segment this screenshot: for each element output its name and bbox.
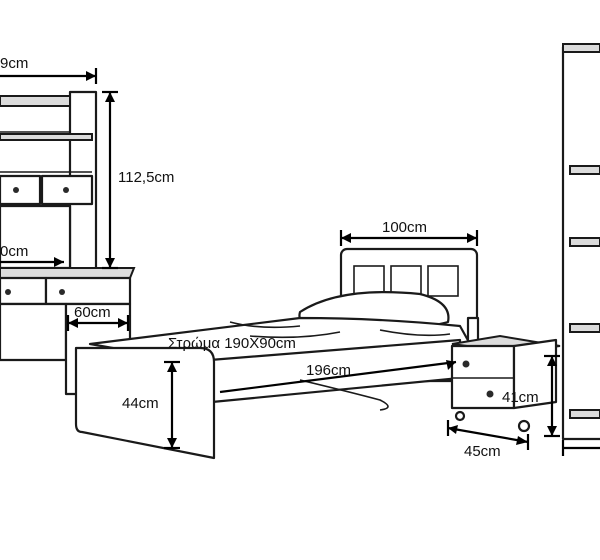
label-desk-depth: 60cm (74, 304, 111, 321)
dim-arrow (167, 438, 177, 448)
label-bed-height: 44cm (122, 395, 159, 412)
dimension-lines (0, 68, 600, 456)
dim-arrow (86, 71, 96, 81)
label-nightstand-height: 41cm (502, 389, 539, 406)
dim-arrow (446, 360, 456, 370)
drawer-knob (5, 289, 11, 295)
desk-drawer-right (44, 276, 132, 306)
dim-arrow (105, 258, 115, 268)
dim-arrow (448, 425, 458, 434)
nightstand-front (450, 344, 516, 410)
dim-arrow (54, 257, 64, 267)
single-bed (74, 247, 480, 460)
bookcase-shelf (569, 323, 600, 333)
dim-arrow (467, 233, 477, 243)
label-nightstand-width: 45cm (464, 443, 501, 460)
hutch-drawer-left (0, 174, 42, 206)
blanket-folds (229, 321, 451, 339)
dim-arrow (341, 233, 351, 243)
dim-arrow (118, 318, 128, 328)
bookcase (561, 43, 600, 441)
drawer-knob (462, 360, 470, 368)
blanket-drape (299, 379, 389, 411)
dim-arrow (547, 356, 557, 366)
bookcase-shelf (569, 165, 600, 175)
label-top-width: 9cm (0, 55, 28, 72)
drawer-knob (59, 289, 65, 295)
label-desk-inner: 0cm (0, 243, 28, 260)
label-hutch-height: 112,5cm (118, 169, 174, 186)
dim-arrow (68, 318, 78, 328)
desk-top (0, 267, 136, 279)
dim-arrow (167, 362, 177, 372)
desk-body (0, 302, 68, 362)
bookcase-top (562, 43, 600, 53)
dim-arrow (547, 426, 557, 436)
dimension-labels: 9cm 112,5cm 0cm 60cm 100cm Στρώμα 190Χ90… (0, 55, 539, 460)
hutch-middle-shelf (0, 133, 93, 141)
footboard (74, 346, 216, 460)
dim-arrow (516, 436, 528, 445)
dim-arrow (105, 92, 115, 102)
drawer-knob (486, 390, 494, 398)
hutch-back-panel (0, 204, 72, 270)
nightstand (450, 334, 561, 433)
label-headboard-width: 100cm (382, 219, 427, 236)
bookcase-shelf (569, 237, 600, 247)
caster-wheel (517, 419, 531, 433)
dim-bed-length (219, 360, 457, 394)
bookcase-shelf (569, 409, 600, 419)
label-mattress: Στρώμα 190Χ90cm (168, 335, 296, 352)
caster-wheel (454, 410, 466, 422)
label-bed-length: 196cm (306, 362, 351, 379)
dim-nightstand-width (447, 426, 529, 444)
hutch-top-shelf (0, 95, 71, 107)
drawer-knob (13, 187, 19, 193)
drawer-knob (63, 187, 69, 193)
headboard-panel (427, 265, 459, 297)
